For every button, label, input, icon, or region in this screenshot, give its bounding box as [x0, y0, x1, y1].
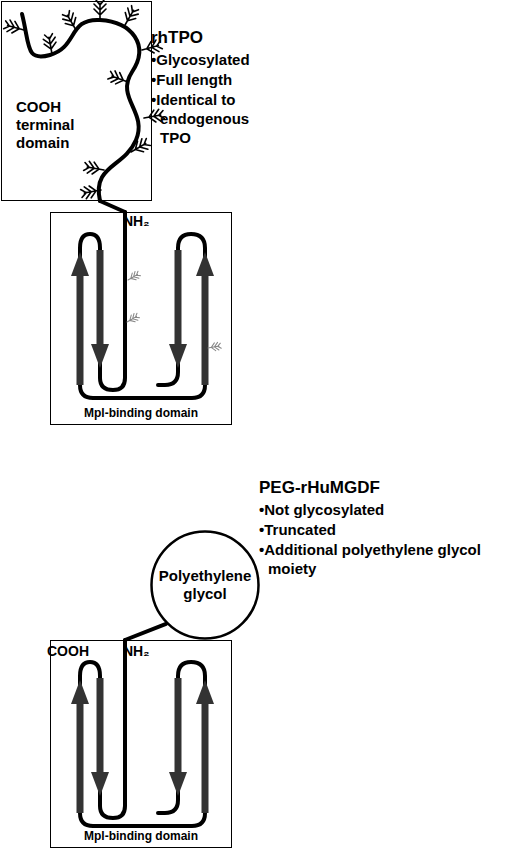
glycan-symbol — [125, 312, 140, 325]
annotation-label: •Identical to endogenous TPO — [151, 90, 272, 147]
annotation-label: NH₂ — [123, 642, 149, 661]
glycan-symbol — [3, 19, 25, 36]
annotation-label: PEG-rHuMGDF — [259, 478, 380, 497]
glycan-symbol — [107, 70, 130, 88]
annotation-label: •Not glycosylated — [259, 500, 384, 519]
annotation-label: •Full length — [151, 70, 232, 89]
annotation-label: COOH — [47, 642, 89, 661]
domain-box: Mpl-binding domain — [50, 640, 232, 848]
glycan-symbol — [207, 342, 221, 352]
glycan-symbol — [83, 161, 105, 176]
circle-shape — [152, 532, 259, 639]
domain-box: Mpl-binding domain — [50, 212, 232, 425]
glycan-symbol — [61, 10, 81, 33]
glycan-symbol — [128, 137, 151, 157]
domain-label: Mpl-binding domain — [51, 406, 231, 420]
glycan-symbol — [43, 33, 58, 55]
annotation-label: •Additional polyethylene glycol moiety — [259, 540, 483, 578]
glycan-symbol — [126, 270, 141, 283]
glycan-symbol — [120, 5, 140, 28]
glycan-group — [3, 0, 165, 199]
glycan-symbol — [80, 184, 102, 199]
chain-connector — [125, 624, 166, 640]
domain-box: COOH terminal domain — [1, 1, 152, 201]
chain-connector — [100, 201, 125, 212]
glycan-symbol — [94, 0, 106, 20]
fold-structure — [71, 212, 214, 398]
annotation-label: NH₂ — [123, 212, 149, 231]
domain-label: COOH terminal domain — [16, 98, 86, 152]
fold-structure — [71, 640, 214, 826]
circle-label: Polyethylene glycol — [154, 567, 256, 603]
annotation-label: rhTPO — [151, 28, 203, 47]
annotation-label: •Glycosylated — [151, 50, 250, 69]
annotation-label: •Truncated — [259, 520, 336, 539]
peg-circle: Polyethylene glycol — [150, 530, 260, 640]
domain-label: Mpl-binding domain — [51, 829, 231, 843]
glycan-group — [125, 270, 221, 352]
